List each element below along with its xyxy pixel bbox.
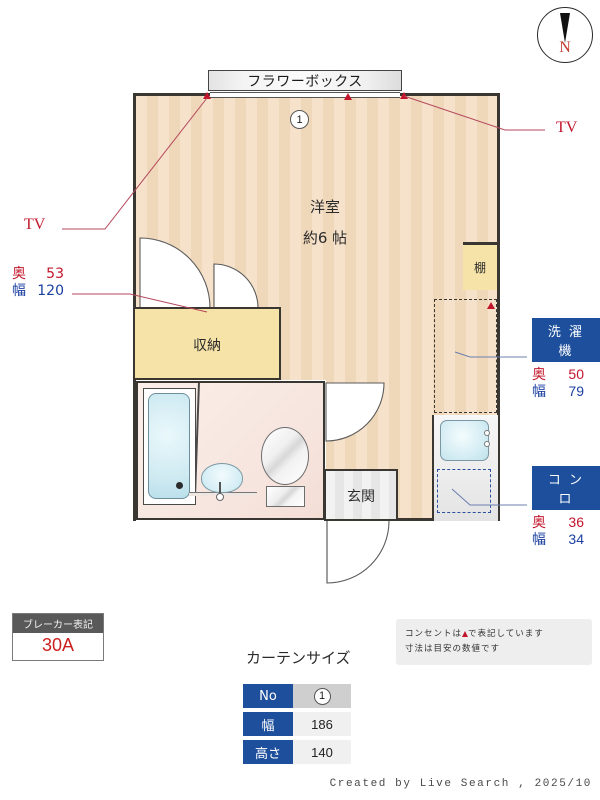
storage-closet-area: 収納	[133, 307, 281, 380]
room-size-label: 約6 帖	[302, 229, 348, 247]
kitchen-tap-knob-icon	[484, 441, 490, 447]
stove-placement-zone	[437, 469, 491, 513]
floorplan-drawing: フラワーボックス 1 洋室 約6 帖 収納	[62, 70, 545, 584]
tv-outlet-label-left: TV	[24, 216, 46, 233]
curtain-size-title: カーテンサイズ	[246, 649, 351, 667]
entrance-area: 玄関	[324, 469, 398, 521]
closet-width-value: 120	[37, 283, 64, 299]
curtain-size-table: No 1 幅 186 高さ 140	[243, 680, 351, 768]
washbasin-tap-icon	[219, 482, 221, 494]
stove-depth-value: 36	[568, 514, 584, 530]
window-top-wall	[210, 92, 400, 98]
toilet-tank-icon	[266, 486, 305, 507]
entrance-label: 玄関	[347, 489, 375, 505]
leader-lines-layer	[62, 95, 545, 506]
table-row: 高さ 140	[243, 740, 351, 764]
washer-annotation-box: 洗 濯 機 奥 50 幅 79	[532, 318, 600, 400]
breaker-title: ブレーカー表記	[13, 614, 103, 633]
door-arcs-layer	[139, 237, 390, 584]
curtain-number-badge: 1	[313, 687, 331, 705]
stove-depth-key: 奥	[532, 514, 546, 530]
curtain-row-header: 高さ	[243, 740, 293, 764]
legend-note-line-1: コンセントはで表記しています	[405, 627, 583, 642]
stove-title: コ ン ロ	[532, 466, 600, 510]
closet-dimensions: 奥 53 幅 120	[12, 266, 64, 300]
kitchen-tap-knob-icon	[484, 430, 490, 436]
washer-depth-value: 50	[568, 366, 584, 382]
table-row: No 1	[243, 684, 351, 708]
curtain-row-value: 1	[293, 684, 351, 708]
washer-title: 洗 濯 機	[532, 318, 600, 362]
curtain-row-header: No	[243, 684, 293, 708]
washer-width-value: 79	[568, 383, 584, 399]
outlet-legend-text-post: で表記しています	[468, 629, 544, 639]
outlet-icon	[462, 631, 469, 637]
breaker-value: 30A	[41, 635, 75, 655]
curtain-row-header: 幅	[243, 712, 293, 736]
washer-depth-key: 奥	[532, 366, 546, 382]
outlet-icon	[400, 92, 408, 99]
legend-note: コンセントはで表記しています 寸法は目安の数値です	[396, 619, 592, 665]
room-name-label: 洋室	[309, 198, 340, 216]
closet-depth-key: 奥	[12, 266, 26, 282]
legend-note-line-2: 寸法は目安の数値です	[405, 644, 501, 654]
flower-box-label: フラワーボックス	[208, 70, 402, 91]
curtain-row-value: 186	[293, 712, 351, 736]
closet-width-key: 幅	[12, 283, 26, 299]
outlet-icon	[344, 93, 352, 100]
washbasin-icon	[201, 463, 243, 493]
outlet-icon	[203, 92, 211, 99]
compass-needle	[560, 13, 570, 43]
washbasin-knob-icon	[216, 493, 224, 501]
stove-width-value: 34	[568, 531, 584, 547]
stove-width-key: 幅	[532, 531, 546, 547]
compass-icon: N	[537, 7, 593, 63]
kitchen-sink-icon	[440, 420, 489, 461]
washer-placement-zone	[434, 299, 497, 413]
footer-credit: Created by Live Search , 2025/10	[329, 778, 592, 790]
storage-label: 収納	[193, 338, 221, 354]
closet-depth-value: 53	[46, 266, 64, 282]
shelf-area: 棚	[463, 242, 497, 290]
breaker-info-box: ブレーカー表記 30A	[12, 613, 104, 661]
washer-width-key: 幅	[532, 383, 546, 399]
table-row: 幅 186	[243, 712, 351, 736]
shelf-label: 棚	[473, 261, 486, 275]
bathtub-drain-icon	[176, 482, 183, 489]
window-number-badge: 1	[290, 110, 309, 129]
stove-annotation-box: コ ン ロ 奥 36 幅 34	[532, 466, 600, 548]
toilet-bowl-icon	[261, 427, 309, 485]
bathtub-icon	[148, 393, 190, 499]
tv-outlet-label-right: TV	[556, 119, 578, 136]
outlet-icon	[487, 302, 495, 309]
curtain-row-value: 140	[293, 740, 351, 764]
compass-north-label: N	[559, 39, 571, 56]
outlet-legend-text-pre: コンセントは	[405, 629, 463, 639]
